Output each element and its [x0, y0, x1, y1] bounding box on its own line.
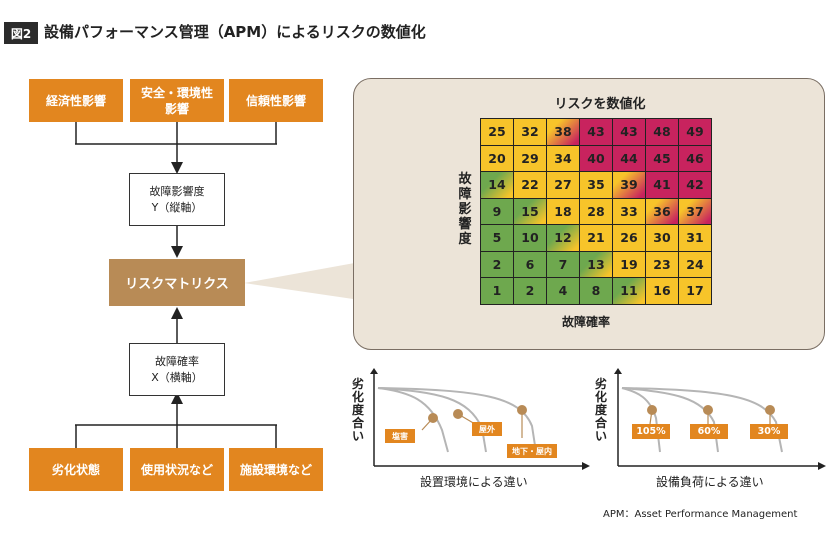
matrix-cell: 44 — [613, 145, 646, 172]
matrix-title: リスクを数値化 — [554, 97, 646, 112]
matrix-cell: 34 — [547, 145, 580, 172]
matrix-cell: 9 — [481, 198, 514, 225]
matrix-cell: 19 — [613, 251, 646, 278]
failure-impact-box: 故障影響度 Y（縦軸） — [129, 173, 225, 226]
tag-outdoor: 屋外 — [472, 422, 502, 436]
chart-right-x-label: 設備負荷による違い — [656, 475, 764, 489]
matrix-cell: 48 — [646, 119, 679, 146]
matrix-cell: 4 — [547, 278, 580, 305]
reliability-impact-box: 信頼性影響 — [229, 79, 323, 122]
matrix-cell: 15 — [514, 198, 547, 225]
matrix-cell: 7 — [547, 251, 580, 278]
matrix-cell: 20 — [481, 145, 514, 172]
failure-probability-label: 故障確率 — [155, 354, 199, 368]
matrix-cell: 36 — [646, 198, 679, 225]
matrix-cell: 2 — [481, 251, 514, 278]
matrix-cell: 18 — [547, 198, 580, 225]
degradation-curve-3 — [621, 387, 783, 453]
matrix-cell: 31 — [679, 225, 712, 252]
failure-impact-axis: Y（縦軸） — [151, 200, 203, 214]
chart-left-y-label: 劣化度合い — [351, 377, 364, 443]
matrix-cell: 46 — [679, 145, 712, 172]
matrix-cell: 11 — [613, 278, 646, 305]
degradation-state-box: 劣化状態 — [29, 448, 123, 491]
degradation-point-3 — [517, 405, 527, 415]
matrix-cell: 43 — [580, 119, 613, 146]
matrix-cell: 23 — [646, 251, 679, 278]
matrix-cell: 26 — [613, 225, 646, 252]
matrix-cell: 33 — [613, 198, 646, 225]
chart-left-x-label: 設置環境による違い — [420, 475, 528, 489]
failure-probability-box: 故障確率 X（横軸） — [129, 343, 225, 396]
matrix-cell: 24 — [679, 251, 712, 278]
usage-status-box: 使用状況など — [130, 448, 224, 491]
footnote: APM：Asset Performance Management — [603, 509, 798, 520]
matrix-cell: 38 — [547, 119, 580, 146]
matrix-cell: 13 — [580, 251, 613, 278]
matrix-cell: 29 — [514, 145, 547, 172]
tag-load-60: 60% — [690, 424, 728, 439]
degradation-point-3 — [765, 405, 775, 415]
matrix-cell: 42 — [679, 172, 712, 199]
matrix-cell: 27 — [547, 172, 580, 199]
degradation-point-1 — [428, 413, 438, 423]
figure-badge: 図2 — [4, 22, 38, 44]
tag-underground-indoor: 地下・屋内 — [507, 444, 557, 458]
matrix-cell: 8 — [580, 278, 613, 305]
matrix-cell: 22 — [514, 172, 547, 199]
degradation-curve-2 — [621, 387, 719, 453]
matrix-cell: 2 — [514, 278, 547, 305]
degradation-curve-3 — [377, 387, 537, 453]
failure-impact-label: 故障影響度 — [149, 184, 205, 198]
figure-title: 設備パフォーマンス管理（APM）によるリスクの数値化 — [44, 23, 426, 41]
matrix-cell: 41 — [646, 172, 679, 199]
economic-impact-box: 経済性影響 — [29, 79, 123, 122]
tag-load-30: 30% — [750, 424, 788, 439]
degradation-point-2 — [453, 409, 463, 419]
degradation-point-2 — [703, 405, 713, 415]
matrix-cell: 1 — [481, 278, 514, 305]
matrix-cell: 17 — [679, 278, 712, 305]
matrix-cell: 28 — [580, 198, 613, 225]
matrix-cell: 49 — [679, 119, 712, 146]
matrix-cell: 25 — [481, 119, 514, 146]
facility-environment-box: 施設環境など — [229, 448, 323, 491]
chart-right-y-label: 劣化度合い — [594, 377, 607, 443]
matrix-cell: 16 — [646, 278, 679, 305]
matrix-y-label: 故障影響度 — [458, 172, 472, 247]
degradation-point-1 — [647, 405, 657, 415]
matrix-cell: 45 — [646, 145, 679, 172]
matrix-cell: 6 — [514, 251, 547, 278]
degradation-curve-1 — [621, 387, 661, 453]
environment-degradation-chart — [370, 368, 590, 470]
matrix-cell: 35 — [580, 172, 613, 199]
matrix-cell: 32 — [514, 119, 547, 146]
matrix-cell: 12 — [547, 225, 580, 252]
matrix-cell: 40 — [580, 145, 613, 172]
matrix-cell: 43 — [613, 119, 646, 146]
tag-salt-damage: 塩害 — [385, 429, 415, 443]
matrix-cell: 30 — [646, 225, 679, 252]
matrix-cell: 5 — [481, 225, 514, 252]
matrix-cell: 21 — [580, 225, 613, 252]
failure-probability-axis: X（横軸） — [151, 370, 203, 384]
tag-load-105: 105% — [632, 424, 670, 439]
matrix-cell: 14 — [481, 172, 514, 199]
matrix-cell: 10 — [514, 225, 547, 252]
matrix-cell: 39 — [613, 172, 646, 199]
load-degradation-chart — [614, 368, 826, 470]
matrix-x-label: 故障確率 — [562, 315, 611, 329]
safety-environment-impact-box: 安全・環境性 影響 — [130, 79, 224, 122]
matrix-cell: 37 — [679, 198, 712, 225]
risk-matrix-box: リスクマトリクス — [109, 259, 245, 306]
